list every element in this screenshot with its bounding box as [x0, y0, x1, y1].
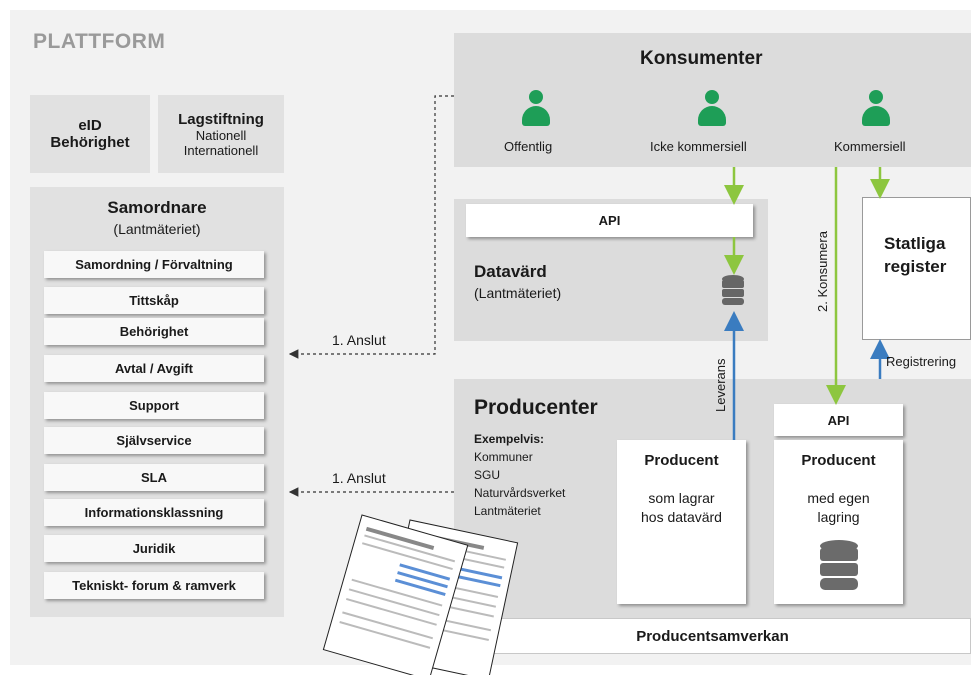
eid-line1: eID [78, 117, 102, 134]
statliga-line1: Statliga [884, 234, 946, 253]
samordnare-item-tittskap: Tittskåp [44, 287, 264, 314]
konsumenter-title: Konsumenter [640, 48, 763, 69]
anslut-connector-upper [288, 95, 454, 359]
platform-title: PLATTFORM [33, 30, 166, 53]
lagstiftning-line2: Internationell [183, 142, 259, 158]
samordnare-item-tekniskt-forum: Tekniskt- forum & ramverk [44, 572, 264, 599]
konsumera-label: 2. Konsumera [815, 231, 830, 312]
producentsamverkan-bar: Producentsamverkan [454, 618, 971, 654]
producenter-title: Producenter [474, 396, 598, 419]
statliga-line2: register [884, 257, 947, 276]
database-icon [820, 540, 858, 590]
producent2-line2: lagring [817, 509, 860, 525]
konsument-kommersiell: Kommersiell [834, 139, 906, 154]
konsument-offentlig: Offentlig [504, 139, 553, 154]
samordnare-item-avtal: Avtal / Avgift [44, 355, 264, 382]
samordnare-item-support: Support [44, 392, 264, 419]
anslut-label-lower: 1. Anslut [332, 470, 386, 486]
person-icon [862, 90, 890, 128]
datavard-api: API [466, 204, 753, 237]
producenter-example-kommuner: Kommuner [474, 450, 533, 464]
eid-box: eID Behörighet [30, 95, 150, 173]
samordnare-item-behorighet: Behörighet [44, 318, 264, 345]
lagstiftning-title: Lagstiftning [178, 110, 264, 128]
producent1-line2: hos datavärd [641, 509, 722, 525]
producenter-examples-title: Exempelvis: [474, 432, 545, 446]
statliga-register-box [862, 197, 971, 340]
konsument-icke-kommersiell: Icke kommersiell [650, 139, 747, 154]
producenter-example-naturvardsverket: Naturvårdsverket [474, 486, 566, 500]
samordnare-item-informationsklassning: Informationsklassning [44, 499, 264, 526]
samordnare-item-sjalvservice: Självservice [44, 427, 264, 454]
producent-datavard-box [617, 440, 746, 604]
producent1-line1: som lagrar [648, 490, 715, 506]
eid-line2: Behörighet [50, 134, 130, 151]
document-icon [322, 514, 469, 675]
samordnare-item-juridik: Juridik [44, 535, 264, 562]
datavard-subtitle: (Lantmäteriet) [474, 285, 562, 301]
samordnare-subtitle: (Lantmäteriet) [113, 221, 201, 237]
person-icon [522, 90, 550, 128]
lagstiftning-line1: Nationell [195, 127, 247, 143]
database-icon [722, 275, 744, 305]
datavard-title: Datavärd [474, 262, 547, 281]
producent2-api: API [774, 404, 903, 436]
samordnare-item-samordning: Samordning / Förvaltning [44, 251, 264, 278]
producenter-example-sgu: SGU [474, 468, 501, 482]
samordnare-item-sla: SLA [44, 464, 264, 491]
registrering-label: Registrering [886, 354, 957, 369]
anslut-label-upper: 1. Anslut [332, 332, 386, 348]
producent2-title: Producent [801, 452, 876, 469]
producent-egen-lagring-box [774, 440, 903, 604]
leverans-label: Leverans [713, 358, 728, 412]
person-icon [698, 90, 726, 128]
lagstiftning-box: Lagstiftning Nationell Internationell [158, 95, 284, 173]
producenter-example-lantmateriet: Lantmäteriet [474, 504, 541, 518]
producent2-line1: med egen [807, 490, 870, 506]
producent1-title: Producent [644, 452, 719, 469]
samordnare-title: Samordnare [107, 198, 207, 217]
